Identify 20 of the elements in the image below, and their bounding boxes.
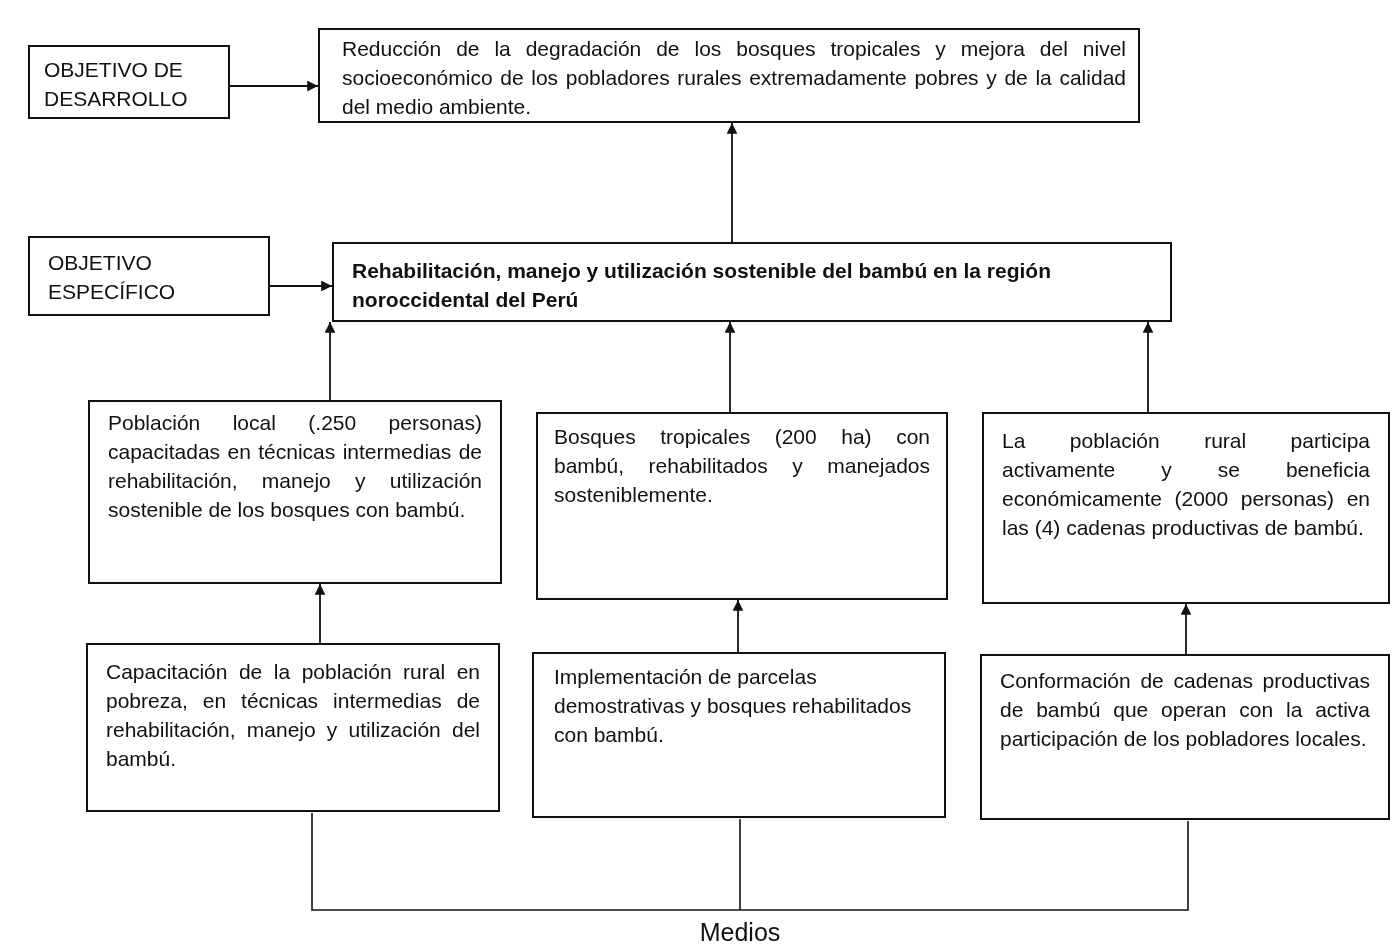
group-label: Medios [698, 918, 782, 947]
arrow [314, 583, 326, 644]
text-box: Bosques tropicales (200 ha) con bambú, rehabilitados y manejados sosteniblemente. [536, 412, 948, 600]
arrow [1142, 321, 1154, 413]
text-box: Rehabilitación, manejo y utilización sostenible del bambú en la región noroccidental del Perú [332, 242, 1172, 322]
text-box: Conformación de cadenas productivas de bambú que operan con la activa participación de los pobladores locales. [980, 654, 1390, 820]
arrow [732, 599, 744, 653]
text-box: Reducción de la degradación de los bosques tropicales y mejora del nivel socioeconómico de los pobladores rurales extremadamente pobres y de la calidad del medio ambiente. [318, 28, 1140, 123]
arrow [229, 80, 319, 92]
arrow [269, 280, 333, 292]
arrow [726, 122, 738, 243]
arrow [324, 321, 336, 401]
text-box: OBJETIVO ESPECÍFICO [28, 236, 270, 316]
text-box: Implementación de parcelas demostrativas y bosques rehabilitados con bambú. [532, 652, 946, 818]
text-box: OBJETIVO DE DESARROLLO [28, 45, 230, 119]
arrow [724, 321, 736, 413]
arrow [1180, 603, 1192, 655]
text-box: Capacitación de la población rural en pobreza, en técnicas intermedias de rehabilitación, manejo y utilización del bambú. [86, 643, 500, 812]
text-box: La población rural participa activamente y se beneficia económicamente (2000 personas) en las (4) cadenas productivas de bambú. [982, 412, 1390, 604]
text-box: Población local (.250 personas) capacitadas en técnicas intermedias de rehabilitación, manejo y utilización sostenible de los bosques con bambú. [88, 400, 502, 584]
